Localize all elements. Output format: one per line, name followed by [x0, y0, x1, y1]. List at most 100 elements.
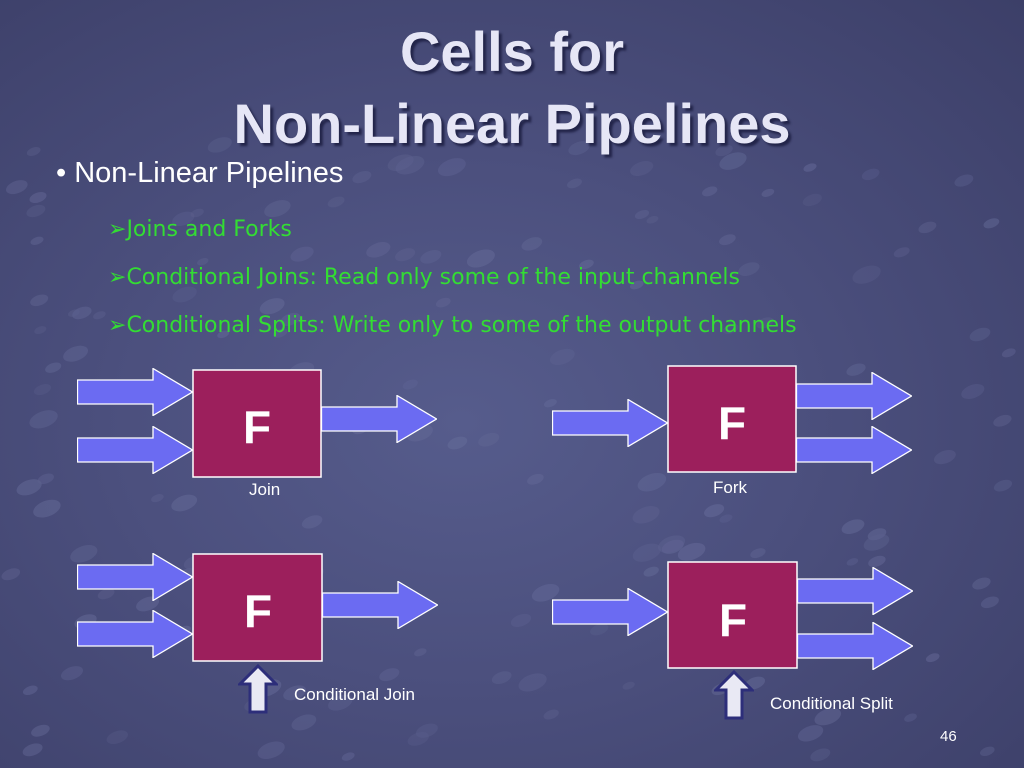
background-dot	[172, 211, 195, 227]
arrowhead-bullet-icon: ➢	[108, 265, 127, 290]
background-dot	[466, 249, 495, 268]
background-dot	[352, 170, 372, 184]
background-dot	[106, 730, 129, 745]
conditional-join-caption: Conditional Join	[294, 685, 415, 704]
background-dot	[719, 152, 747, 170]
background-dot	[549, 348, 575, 365]
background-dot	[568, 141, 590, 156]
background-dot	[893, 247, 910, 258]
background-dot	[518, 673, 547, 692]
join-output-arrow	[321, 395, 437, 443]
slide-title-line-2: Non-Linear Pipelines	[233, 92, 791, 155]
background-dot	[646, 215, 659, 224]
background-dot	[341, 752, 355, 761]
conditional-split-input-arrow	[552, 588, 668, 636]
join-cell-box	[192, 369, 322, 478]
background-dot	[273, 328, 288, 338]
background-dot	[407, 732, 429, 746]
background-dot	[171, 494, 198, 512]
background-dot	[750, 548, 766, 559]
background-dot	[259, 298, 285, 315]
background-dot	[579, 259, 594, 270]
background-dot	[969, 327, 991, 342]
conditional-join-control-up-arrow-icon	[238, 664, 278, 714]
background-dot	[190, 208, 204, 218]
background-dot	[172, 286, 197, 303]
background-dot	[980, 596, 999, 609]
background-dot	[802, 193, 822, 207]
background-dot	[37, 473, 54, 485]
background-dot	[527, 473, 544, 485]
conditional-join-input-arrow-2	[77, 610, 193, 658]
background-dot	[478, 432, 500, 447]
conditional-join-input-arrow-1	[77, 553, 193, 601]
slide-title-line-1: Cells for	[399, 20, 625, 83]
background-dot	[366, 242, 391, 258]
background-dot	[31, 724, 50, 737]
background-dot	[395, 155, 425, 175]
background-dot	[492, 135, 512, 148]
background-dot	[280, 312, 301, 326]
background-dot	[567, 178, 582, 189]
join-diagram: F	[77, 368, 437, 478]
background-dot	[67, 309, 80, 317]
fork-output-arrow-1	[796, 372, 912, 420]
background-dot	[45, 362, 62, 373]
background-dot	[379, 668, 400, 682]
background-dot	[719, 234, 736, 246]
background-dot	[151, 494, 164, 503]
fork-caption: Fork	[713, 478, 747, 497]
background-dot	[980, 746, 995, 757]
background-dot	[29, 410, 58, 429]
fork-input-arrow	[552, 399, 668, 447]
background-dot	[1, 568, 21, 581]
background-dot	[437, 158, 466, 177]
background-dot	[60, 666, 84, 681]
background-dot	[30, 236, 44, 245]
conditional-split-output-arrow-2	[797, 622, 913, 670]
background-dot	[34, 326, 47, 335]
background-dot	[846, 558, 859, 566]
background-dot	[868, 555, 886, 568]
background-dot	[761, 188, 775, 197]
background-dot	[72, 306, 92, 320]
join-caption: Join	[249, 480, 281, 499]
background-dot	[531, 583, 560, 602]
background-dot	[622, 681, 635, 690]
background-dot	[658, 535, 686, 553]
background-dot	[719, 514, 733, 523]
background-dot	[217, 330, 230, 339]
background-dot	[634, 209, 650, 220]
background-dot	[196, 257, 209, 266]
background-dot	[852, 265, 881, 284]
background-dot	[395, 248, 416, 262]
conditional-join-output-arrow	[322, 581, 438, 629]
background-dot	[447, 436, 468, 450]
background-dot	[22, 685, 38, 696]
background-dot	[661, 539, 684, 554]
arrowhead-bullet-icon: ➢	[108, 313, 127, 338]
background-dot	[993, 414, 1012, 427]
conditional-split-output-arrow-1	[797, 567, 913, 615]
background-dot	[26, 204, 46, 218]
background-dot	[435, 297, 451, 308]
page-number: 46	[940, 728, 957, 745]
conditional-split-diagram: F	[552, 561, 913, 720]
join-input-arrow-1	[77, 368, 193, 416]
sub-bullet-text: Conditional Splits: Write only to some o…	[126, 313, 797, 338]
background-dot	[97, 588, 115, 600]
background-dot	[521, 237, 543, 251]
background-dot	[30, 294, 49, 307]
sub-bullet-text: Conditional Joins: Read only some of the…	[126, 265, 740, 290]
background-dot	[70, 545, 98, 563]
background-dot	[301, 515, 323, 529]
sub-bullet-conditional-joins: ➢Conditional Joins: Read only some of th…	[108, 265, 740, 290]
background-dot	[704, 504, 725, 518]
background-dot	[803, 163, 817, 172]
background-dot	[702, 186, 718, 197]
background-dot	[961, 384, 985, 399]
conditional-split-caption: Conditional Split	[770, 694, 893, 713]
background-dot	[904, 713, 917, 722]
background-dot	[402, 379, 418, 390]
